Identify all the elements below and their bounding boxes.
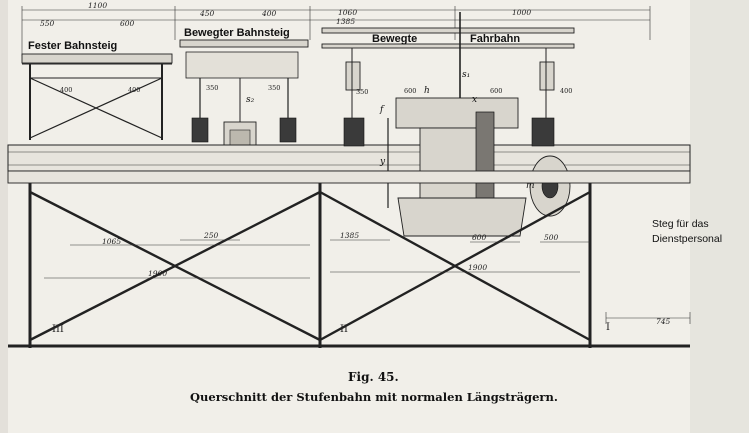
dim-550: 550: [40, 19, 55, 28]
support-ii: II: [340, 324, 348, 335]
fixed-platform-deck: [21, 53, 173, 65]
dim-1900-right: 1900: [468, 263, 487, 272]
letter-s2: s₂: [246, 95, 255, 105]
dim-1385-bottom: 1385: [340, 231, 359, 240]
support-iii: III: [52, 324, 64, 335]
dim-400-left: 400: [60, 86, 72, 94]
dim-450: 450: [199, 9, 215, 18]
dim-400-top: 400: [261, 9, 277, 18]
figure-caption: Querschnitt der Stufenbahn mit normalen …: [190, 390, 558, 404]
dim-400-d: 400: [560, 87, 572, 95]
dim-250: 250: [203, 231, 219, 240]
letter-f: f: [379, 105, 385, 115]
dim-350-a: 350: [206, 84, 218, 92]
label-moving-platform: Bewegter Bahnsteig: [184, 27, 290, 39]
letter-h: h: [424, 86, 430, 96]
dim-600-c: 600: [490, 87, 502, 95]
dim-600-d: 600: [472, 233, 487, 242]
moving-track-deck: [321, 27, 575, 49]
label-fixed-platform: Fester Bahnsteig: [28, 40, 117, 52]
main-longitudinal-beam: [7, 144, 691, 172]
dim-1065: 1065: [102, 237, 121, 246]
label-service-walk-1: Steg für das: [652, 218, 709, 230]
dim-1060: 1060: [338, 8, 357, 17]
dim-745: 745: [656, 317, 671, 326]
dim-1000: 1000: [512, 8, 531, 17]
letter-y: y: [379, 157, 386, 167]
figure-number: Fig. 45.: [348, 370, 399, 384]
fixed-platform-trestle: [29, 64, 163, 140]
label-service-walk-2: Dienstpersonal: [652, 233, 722, 245]
letter-m: m: [526, 181, 535, 191]
moving-platform-deck: [179, 39, 309, 79]
lower-truss: [7, 170, 691, 348]
top-dimension-line: [21, 6, 651, 56]
dim-600-b: 600: [404, 87, 416, 95]
dim-350-c: 350: [356, 88, 368, 96]
dim-600-top: 600: [120, 19, 135, 28]
dim-500: 500: [544, 233, 559, 242]
label-moving-track-a: Bewegte: [372, 33, 417, 45]
dim-1900-left: 1900: [148, 269, 167, 278]
dim-1385-top: 1385: [336, 17, 355, 26]
dim-350-b: 350: [268, 84, 280, 92]
dim-1100: 1100: [88, 1, 107, 10]
service-walkway: [605, 312, 691, 324]
letter-x: x: [472, 95, 477, 105]
letter-s1: s₁: [462, 70, 470, 80]
support-i: I: [606, 322, 610, 333]
dim-400-right: 400: [128, 86, 140, 94]
label-moving-track-b: Fahrbahn: [470, 33, 520, 45]
